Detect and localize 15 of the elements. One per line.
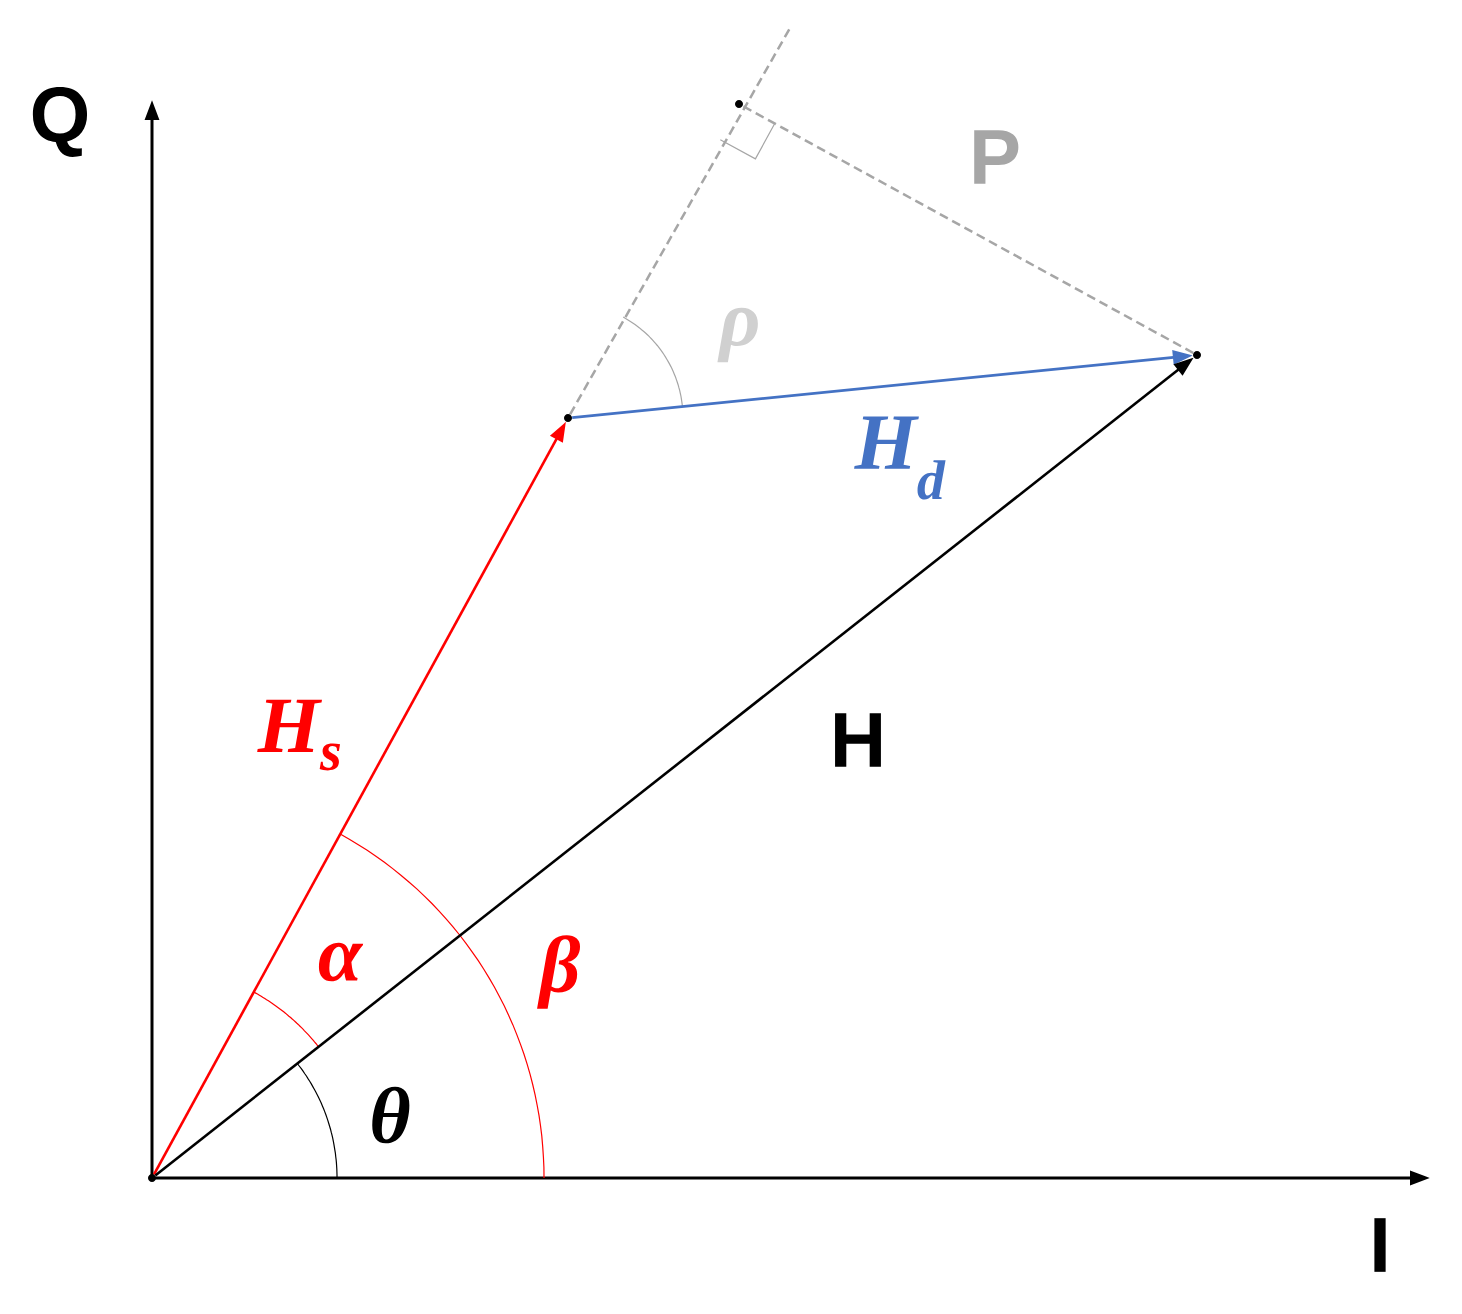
- edge-label: H$_{d}$: [854, 416, 946, 500]
- edge-label: H$_{s}$: [257, 699, 341, 771]
- angle-label: α: [318, 942, 364, 982]
- angle-label: β: [537, 935, 581, 1009]
- axis-label: Q: [32, 87, 88, 157]
- vector-point: [148, 1174, 156, 1182]
- vector-point: [564, 414, 572, 422]
- edge-label: H: [835, 713, 881, 767]
- angle-label: θ: [372, 1086, 410, 1144]
- construction-line: [742, 104, 1194, 355]
- axis-label: I: [1374, 1218, 1386, 1272]
- edge-label: P: [974, 130, 1019, 184]
- vector-point: [735, 100, 743, 108]
- vector-point: [1193, 351, 1201, 359]
- construction-line: [569, 27, 792, 415]
